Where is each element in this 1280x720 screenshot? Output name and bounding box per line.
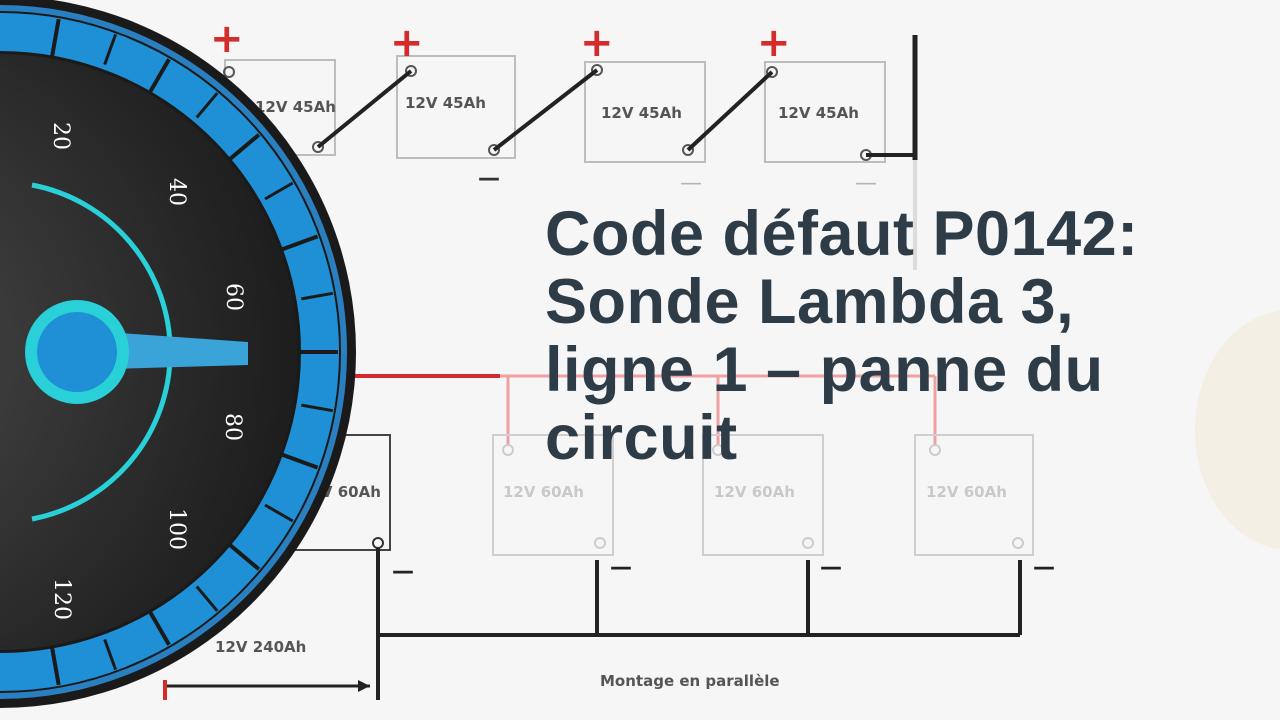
gauge-tick [49, 645, 61, 686]
gauge-tick [264, 181, 294, 201]
battery-label: 12V 45Ah [778, 104, 859, 122]
title-line: ligne 1 – panne du [545, 335, 1104, 405]
gauge-tick-label: 60 [221, 283, 246, 311]
plus-sign: + [757, 20, 791, 66]
title-line: Code défaut P0142: [545, 199, 1139, 269]
title-line: circuit [545, 403, 738, 473]
gauge-tick [279, 234, 319, 252]
gauge-labels: 20 40 60 80 100 120 [48, 122, 246, 620]
gauge-tick [49, 18, 61, 59]
battery-label: 12V 45Ah [255, 98, 336, 116]
gauge-tick [103, 639, 118, 671]
gauge-tick-label: 40 [164, 178, 189, 206]
gauge-tick [147, 58, 171, 95]
gauge-tick [264, 503, 294, 523]
speedometer-gauge: 20 40 60 80 100 120 [0, 0, 356, 708]
plus-sign: + [580, 20, 614, 66]
gauge-tick-label: 80 [220, 413, 245, 441]
battery-box [702, 434, 824, 556]
gauge-tick [301, 403, 334, 413]
battery-box [492, 434, 614, 556]
minus-sign: — [610, 555, 632, 580]
minus-sign: — [1033, 555, 1055, 580]
parallel-diagram: 12V 60Ah 12V 60Ah 12V 60Ah 12V 60Ah — — … [163, 374, 1055, 700]
minus-sign: — [680, 171, 702, 196]
gauge-tick [147, 609, 171, 646]
battery-label: 12V 60Ah [503, 483, 584, 501]
battery-label: 12V 45Ah [405, 94, 486, 112]
total-capacity-label: 12V 240Ah [215, 638, 306, 656]
gauge-tick [279, 452, 319, 470]
battery-label: 12V 45Ah [601, 104, 682, 122]
gauge-tick [195, 585, 219, 612]
minus-sign: — [820, 555, 842, 580]
series-diagram: 12V 45Ah 12V 45Ah 12V 45Ah 12V 45Ah + + … [210, 16, 918, 270]
gauge-tick [226, 542, 261, 571]
minus-sign: — [478, 166, 500, 191]
minus-sign: — [392, 559, 414, 584]
gauge-tick [301, 291, 334, 301]
gauge-tick-label: 20 [48, 122, 73, 150]
plus-sign: + [210, 16, 244, 62]
plus-sign: + [390, 20, 424, 66]
battery-box [914, 434, 1034, 556]
gauge-tick [103, 33, 118, 65]
decorative-blob [1195, 310, 1280, 550]
title-line: Sonde Lambda 3, [545, 267, 1075, 337]
gauge-ticks [49, 18, 338, 686]
battery-box [584, 61, 706, 163]
minus-sign: — [855, 171, 877, 196]
gauge-tick-label: 100 [164, 508, 189, 550]
battery-label: 12V 60Ah [926, 483, 1007, 501]
diagram-caption: Montage en parallèle [600, 672, 780, 690]
gauge-tick-label: 120 [49, 578, 74, 620]
gauge-tick [195, 92, 219, 119]
battery-label: 12V 60Ah [714, 483, 795, 501]
page-title: Code défaut P0142: Sonde Lambda 3, ligne… [545, 200, 1265, 472]
battery-box [396, 55, 516, 159]
battery-box [764, 61, 886, 163]
gauge-tick [226, 133, 261, 162]
